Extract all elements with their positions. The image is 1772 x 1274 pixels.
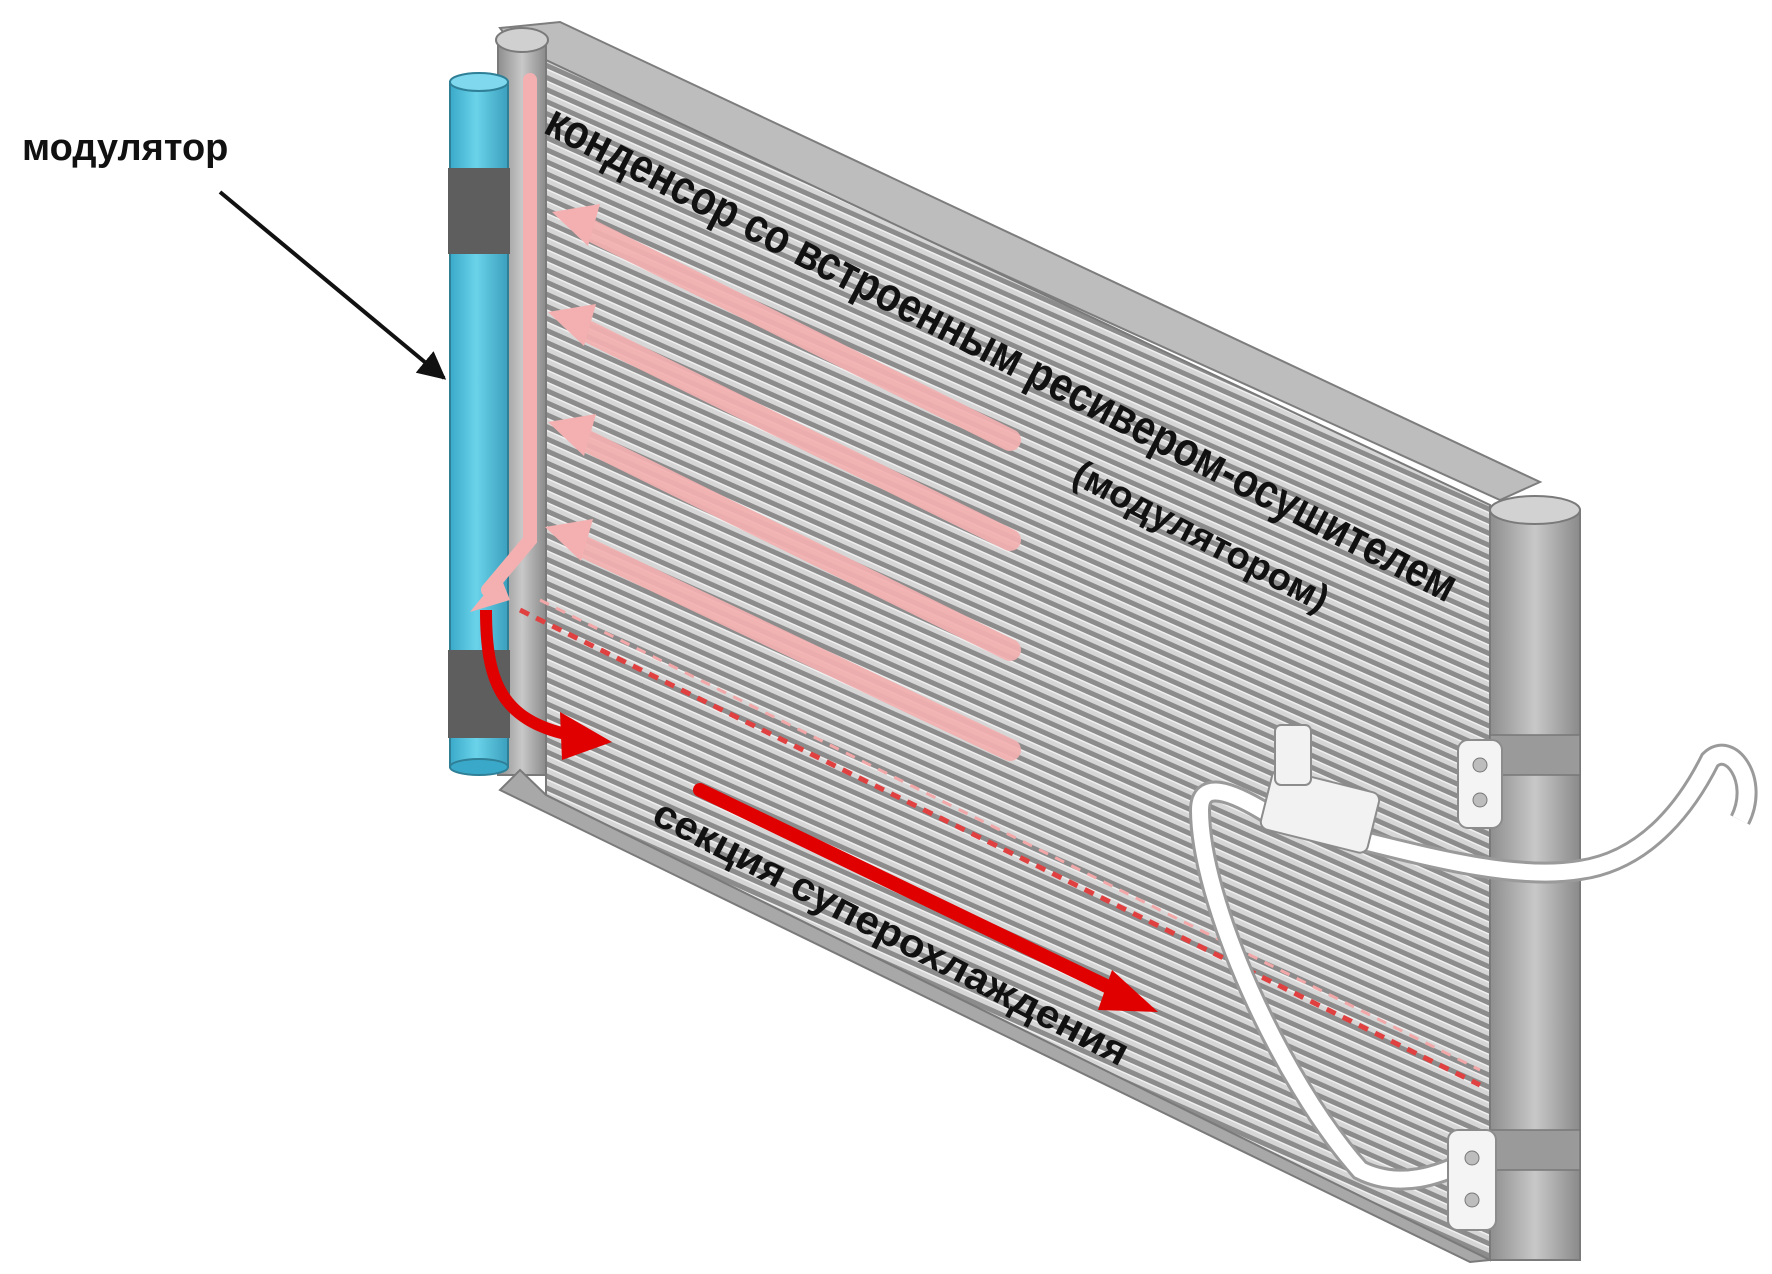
- pink-arrow-icon: [569, 219, 1021, 761]
- pressure-switch: [1274, 724, 1312, 786]
- red-arrow-icon: [693, 783, 1132, 1002]
- right-tank-band-bottom: [1489, 1129, 1581, 1171]
- mount-bracket-top: [1457, 739, 1503, 829]
- frame-bottom-rail: [498, 768, 1494, 1264]
- pressure-switch-fitting: [1259, 768, 1381, 854]
- black-arrow-icon: [218, 190, 447, 380]
- red-outlet-arrow: [480, 609, 572, 741]
- mount-bracket-bottom: [1447, 1129, 1497, 1231]
- pink-collector: [481, 73, 537, 597]
- pink-collector-head: [470, 575, 510, 612]
- left-tank-cap: [495, 27, 549, 53]
- right-tank-band-top: [1489, 734, 1581, 776]
- right-tank-cap: [1489, 495, 1581, 525]
- modulator-band-top: [448, 168, 510, 254]
- pink-arrow-heads: [545, 204, 600, 561]
- modulator-cap: [449, 72, 509, 92]
- modulator-label: модулятор: [22, 127, 228, 169]
